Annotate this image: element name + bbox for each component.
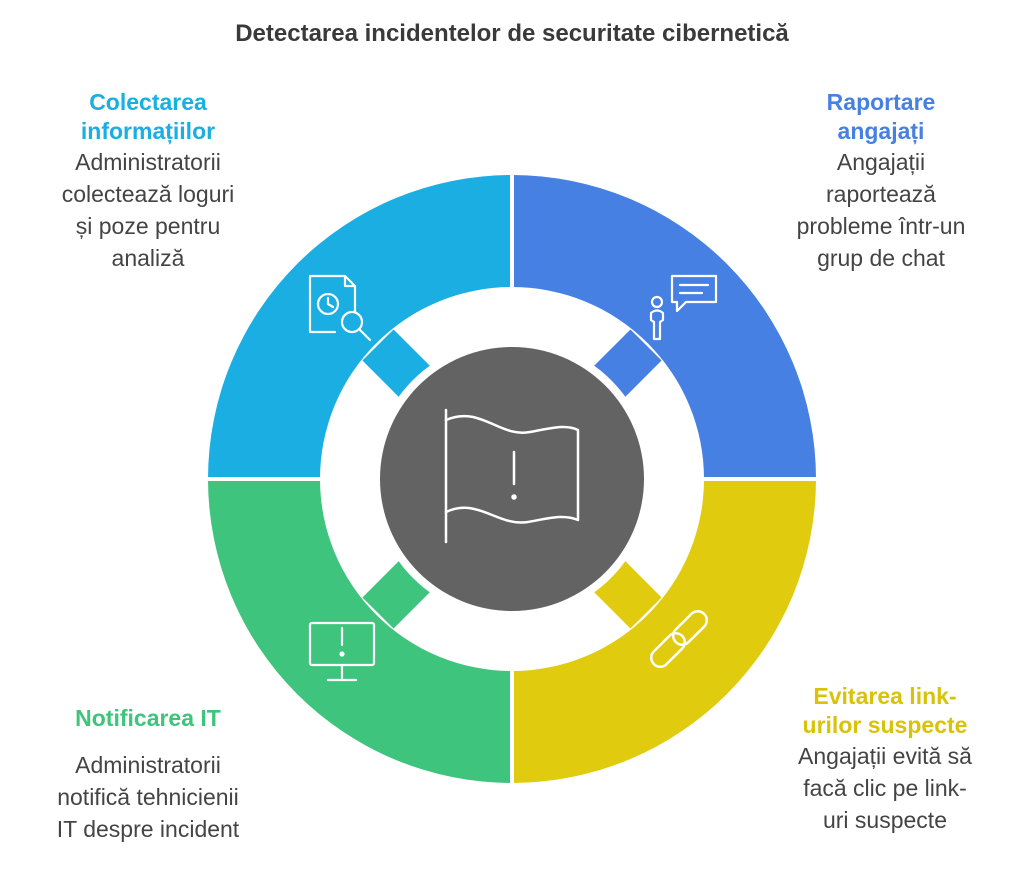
label-evitarea: Evitarea link- urilor suspecte Angajații…	[754, 682, 1016, 836]
person-chat-icon	[649, 274, 718, 341]
desc-evitarea: Angajații evită să facă clic pe link- ur…	[798, 743, 972, 833]
label-notificarea: Notificarea IT Administratorii notifică …	[8, 704, 288, 845]
label-raportare: Raportare angajați Angajații raportează …	[756, 88, 1006, 274]
desc-raportare: Angajații raportează probleme într-un gr…	[796, 149, 966, 271]
desc-notificarea: Administratorii notifică tehnicienii IT …	[56, 752, 240, 842]
desc-colectarea: Administratorii colectează loguri și poz…	[61, 149, 235, 271]
title-raportare: Raportare angajați	[826, 89, 936, 144]
title-evitarea: Evitarea link- urilor suspecte	[802, 683, 968, 738]
quadrant-evitarea	[512, 479, 816, 783]
title-colectarea: Colectarea informațiilor	[80, 89, 216, 144]
monitor-alert-icon	[308, 621, 376, 682]
warning-flag-icon	[444, 408, 580, 544]
label-colectarea: Colectarea informațiilor Administratorii…	[18, 88, 278, 274]
quadrant-raportare	[512, 175, 816, 479]
diagram-title: Detectarea incidentelor de securitate ci…	[235, 20, 789, 47]
chain-link-icon	[649, 609, 709, 669]
document-search-icon	[308, 274, 372, 342]
title-notificarea: Notificarea IT	[75, 705, 221, 731]
quadrant-notificarea	[208, 479, 512, 783]
center-hub	[380, 347, 644, 611]
